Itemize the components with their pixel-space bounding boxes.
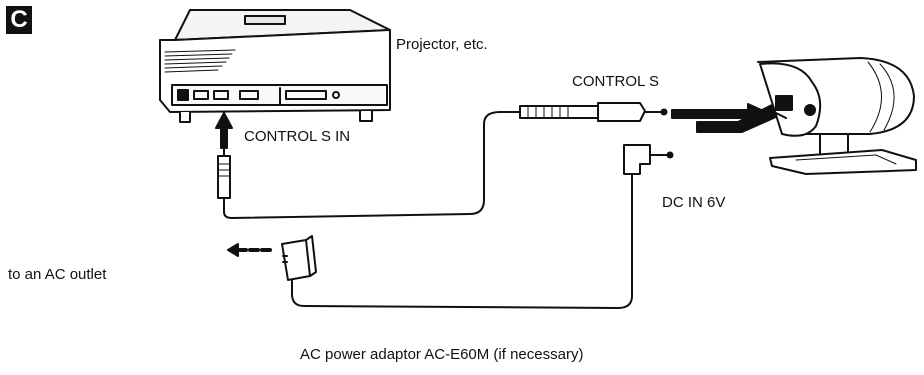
control-s-in-label: CONTROL S IN <box>244 128 351 145</box>
control-s-in-plug <box>217 145 231 199</box>
camera-device <box>757 57 917 175</box>
adaptor-label: AC power adaptor AC-E60M (if necessary) <box>300 346 584 363</box>
control-s-label: CONTROL S <box>572 73 659 90</box>
projector-device <box>159 9 391 123</box>
dc-cable <box>291 189 633 309</box>
control-s-in-arrow <box>215 112 233 149</box>
section-badge: C <box>6 6 32 34</box>
projector-label: Projector, etc. <box>396 36 488 53</box>
outlet-arrow <box>227 243 272 257</box>
ac-adaptor <box>281 235 317 281</box>
control-s-cable <box>223 111 521 219</box>
dc-plug <box>623 144 674 191</box>
dc-in-label: DC IN 6V <box>662 194 726 211</box>
ac-outlet-label: to an AC outlet <box>8 266 107 283</box>
control-s-plug <box>519 102 668 122</box>
